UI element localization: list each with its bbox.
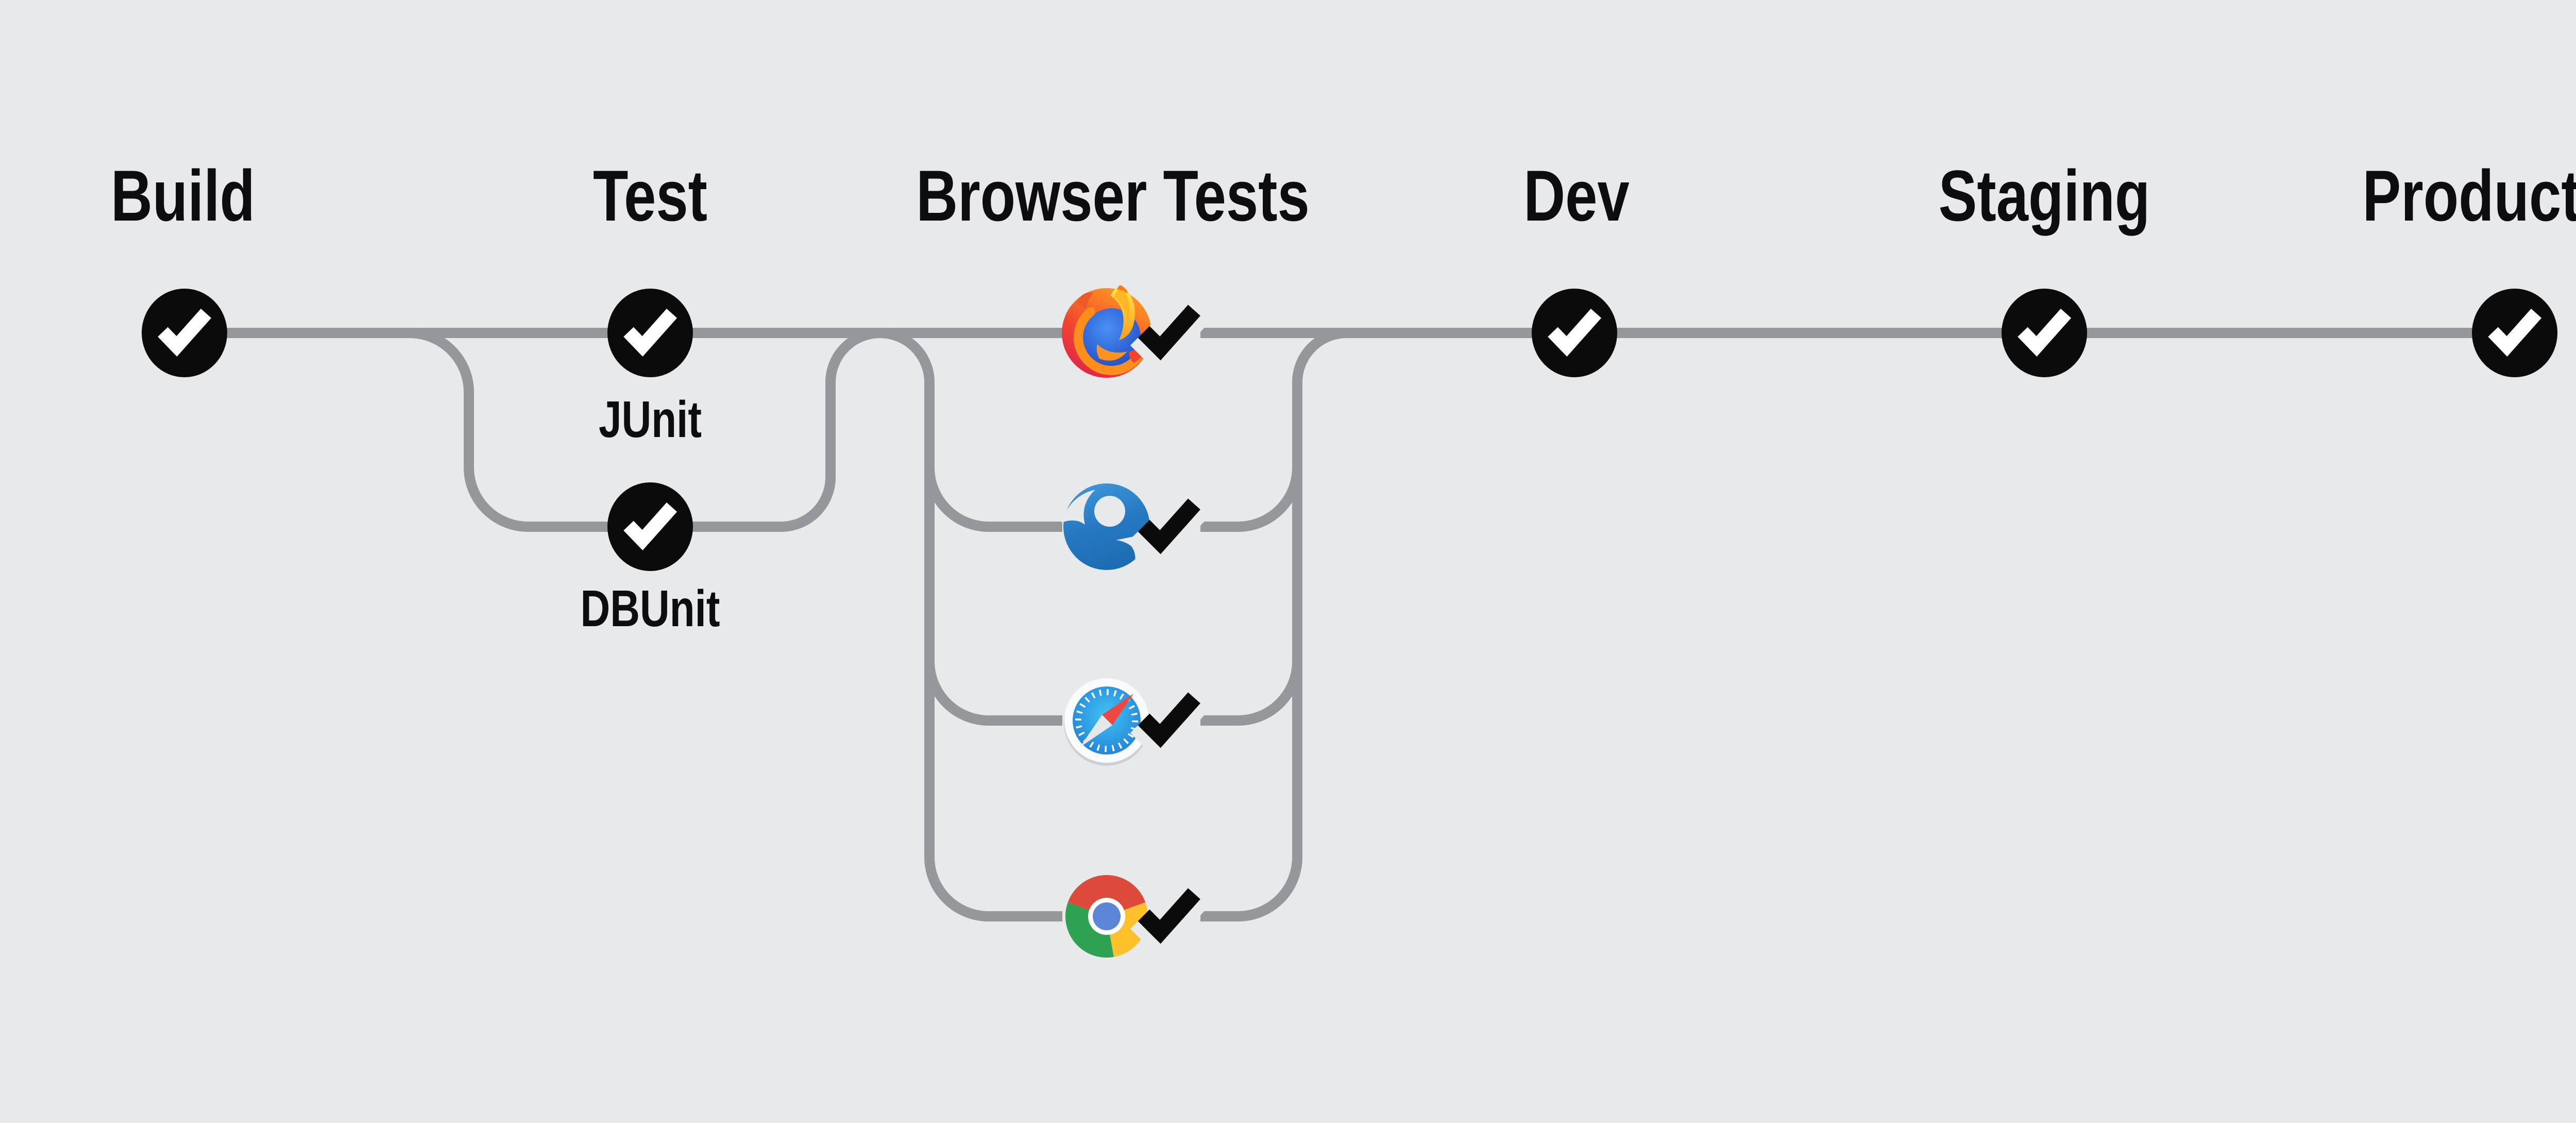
- chrome-icon: [1065, 875, 1148, 958]
- firefox-check-icon: [1130, 297, 1209, 376]
- status-node-build: [142, 289, 227, 377]
- safari-branch-line: [924, 661, 1062, 726]
- browser-result-checks: [1130, 297, 1209, 960]
- edge-merge-line: [1200, 467, 1302, 532]
- status-node-test-junit: [607, 289, 693, 377]
- pipeline-lines: [184, 328, 2515, 921]
- safari-icon: [1064, 678, 1149, 766]
- browser-split-line: [879, 328, 1062, 921]
- status-node-staging: [2002, 289, 2087, 377]
- edge-check-icon: [1130, 491, 1209, 570]
- status-node-test-dbunit: [607, 482, 693, 571]
- chrome-check-icon: [1130, 881, 1209, 960]
- browser-merge-line: [1200, 328, 1347, 921]
- firefox-icon: [1062, 285, 1151, 378]
- safari-check-icon: [1130, 685, 1209, 764]
- status-node-production: [2472, 289, 2557, 377]
- status-nodes: [142, 289, 2557, 571]
- status-node-dev: [1532, 289, 1617, 377]
- safari-merge-line: [1200, 661, 1302, 726]
- dbunit-branch-line: [409, 328, 880, 532]
- edge-branch-line: [924, 467, 1062, 532]
